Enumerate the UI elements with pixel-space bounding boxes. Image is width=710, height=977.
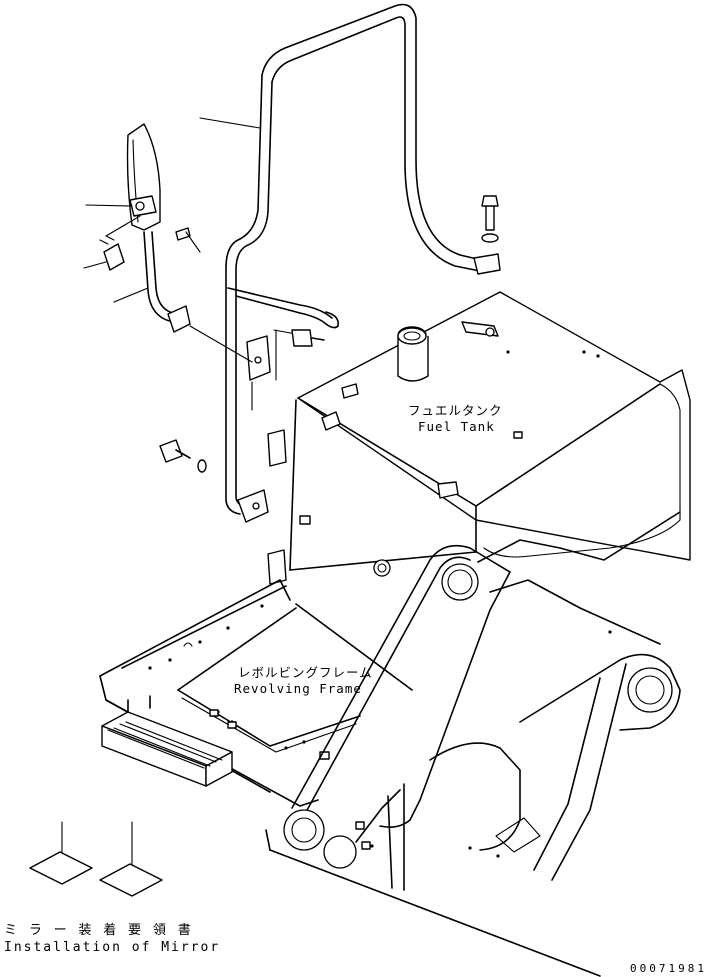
drawing-code: 00071981 [630, 962, 707, 975]
bolt-set-left [159, 439, 207, 473]
fuel-tank-label-jp: フュエルタンク [408, 403, 503, 418]
rail-clamp-top [473, 195, 501, 275]
boom-bracket [283, 511, 681, 891]
rail-foot-bracket [237, 489, 269, 523]
handrail [225, 3, 491, 515]
fuel-tank-label-en: Fuel Tank [418, 419, 495, 434]
leader-lines [83, 117, 297, 411]
instruction-sheets [29, 821, 163, 897]
mirror [126, 123, 161, 231]
mirror-bolt [99, 235, 125, 271]
caption-en: Installation of Mirror [4, 940, 220, 955]
revolving-frame-label-en: Revolving Frame [234, 681, 362, 696]
caption-jp: ミ ラ ー 装 着 要 領 書 [4, 922, 193, 938]
rail-bracket [246, 335, 271, 381]
mirror-stay [143, 227, 191, 333]
fuel-tank [267, 291, 691, 585]
bolt-set-mid [291, 329, 325, 347]
revolving-frame [99, 579, 601, 977]
revolving-frame-label-jp: レボルビングフレーム [238, 665, 373, 680]
